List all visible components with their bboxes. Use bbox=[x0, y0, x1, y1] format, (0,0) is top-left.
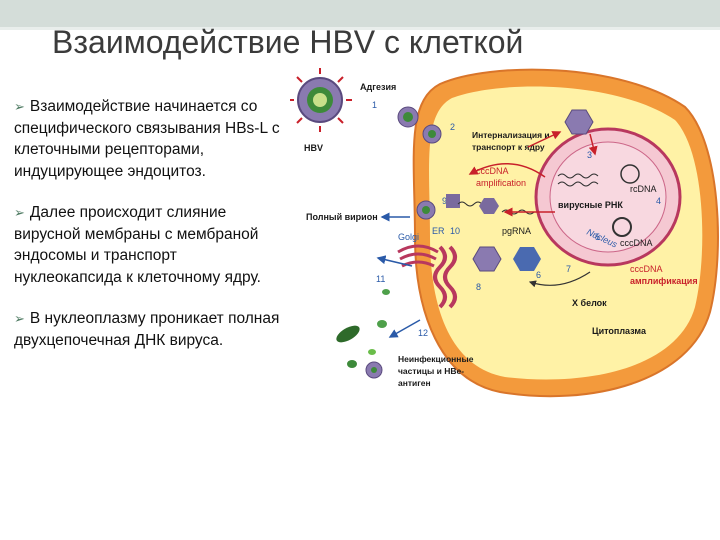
hbv-label: HBV bbox=[304, 143, 323, 153]
bullet-text: В нуклеоплазму проникает полная двухцепо… bbox=[14, 310, 280, 349]
hbv-virus-icon bbox=[290, 68, 352, 132]
step-number-1: 1 bbox=[372, 100, 377, 110]
step-number-7: 7 bbox=[566, 264, 571, 274]
er-label: ER bbox=[432, 226, 445, 236]
bullet-item: ➢Далее происходит слияние вирусной мембр… bbox=[14, 202, 280, 288]
pgrna-label: pgRNA bbox=[502, 226, 531, 236]
bullet-item: ➢В нуклеоплазму проникает полная двухцеп… bbox=[14, 308, 280, 351]
cytoplasm-label: Цитоплазма bbox=[592, 326, 647, 336]
step-number-9: 9 bbox=[442, 196, 447, 206]
step-number-6: 6 bbox=[536, 270, 541, 280]
slide-title: Взаимодействие HBV с клеткой bbox=[52, 24, 524, 60]
hbv-lifecycle-diagram: HBV Адгезия 1 2 Интернализация и транспо… bbox=[290, 68, 719, 398]
cccdna-circle-icon bbox=[612, 217, 632, 237]
cccdna-amp-label: cccDNA bbox=[476, 166, 509, 176]
step-number-11: 11 bbox=[376, 274, 385, 284]
x-protein-label: X белок bbox=[572, 298, 607, 308]
bullet-arrow-icon: ➢ bbox=[14, 205, 25, 220]
step-number-3: 3 bbox=[587, 150, 592, 160]
bullet-text: Далее происходит слияние вирусной мембра… bbox=[14, 204, 261, 286]
bullet-arrow-icon: ➢ bbox=[14, 99, 25, 114]
entry-virus-icon bbox=[422, 124, 442, 144]
step-number-5: 5 bbox=[595, 232, 600, 242]
dna-wave bbox=[557, 181, 599, 187]
cccdna-nucleus-label: cccDNA bbox=[620, 238, 653, 248]
core-particle-icon bbox=[513, 247, 541, 271]
step-number-2: 2 bbox=[450, 122, 455, 132]
internalization-label-2: транспорт к ядру bbox=[472, 142, 545, 152]
full-virion-label: Полный вирион bbox=[306, 212, 378, 222]
cccdna-right-label: cccDNA bbox=[630, 264, 663, 274]
dna-wave bbox=[557, 173, 599, 179]
adhesion-virus-icon bbox=[397, 106, 419, 128]
slide-top-accent bbox=[0, 27, 720, 30]
capsid-square-icon bbox=[446, 194, 460, 208]
viral-rna-label: вирусные РНК bbox=[558, 200, 623, 210]
noninfectious-label-2: частицы и HBe- bbox=[398, 366, 464, 376]
er-icon bbox=[433, 245, 457, 309]
step-number-10: 10 bbox=[450, 226, 460, 236]
rcdna-circle-icon bbox=[620, 164, 640, 184]
adhesion-label: Адгезия bbox=[360, 82, 396, 92]
rcdna-label: rcDNA bbox=[630, 184, 657, 194]
pgrna-wave bbox=[457, 201, 483, 207]
noninfectious-label: Неинфекционные bbox=[398, 354, 474, 364]
amplification-label: amplification bbox=[476, 178, 526, 188]
step-number-8: 8 bbox=[476, 282, 481, 292]
step-number-4: 4 bbox=[656, 196, 661, 206]
noninfectious-label-3: антиген bbox=[398, 378, 431, 388]
capsid-icon bbox=[472, 246, 502, 272]
internalization-label: Интернализация и bbox=[472, 130, 550, 140]
capsid-icon bbox=[479, 198, 499, 214]
golgi-label: Golgi bbox=[398, 232, 419, 242]
capsid-icon bbox=[564, 109, 594, 135]
step-number-12: 12 bbox=[418, 328, 428, 338]
bullet-list: ➢Взаимодействие начинается со специфичес… bbox=[14, 96, 280, 371]
bullet-arrow-icon: ➢ bbox=[14, 311, 25, 326]
bullet-text: Взаимодействие начинается со специфическ… bbox=[14, 98, 280, 180]
bullet-item: ➢Взаимодействие начинается со специфичес… bbox=[14, 96, 280, 182]
secreted-particle-icons bbox=[336, 289, 390, 379]
amplification-ru-label: амплификация bbox=[630, 276, 698, 286]
slide-top-bar bbox=[0, 0, 720, 27]
virion-icon bbox=[416, 200, 436, 220]
